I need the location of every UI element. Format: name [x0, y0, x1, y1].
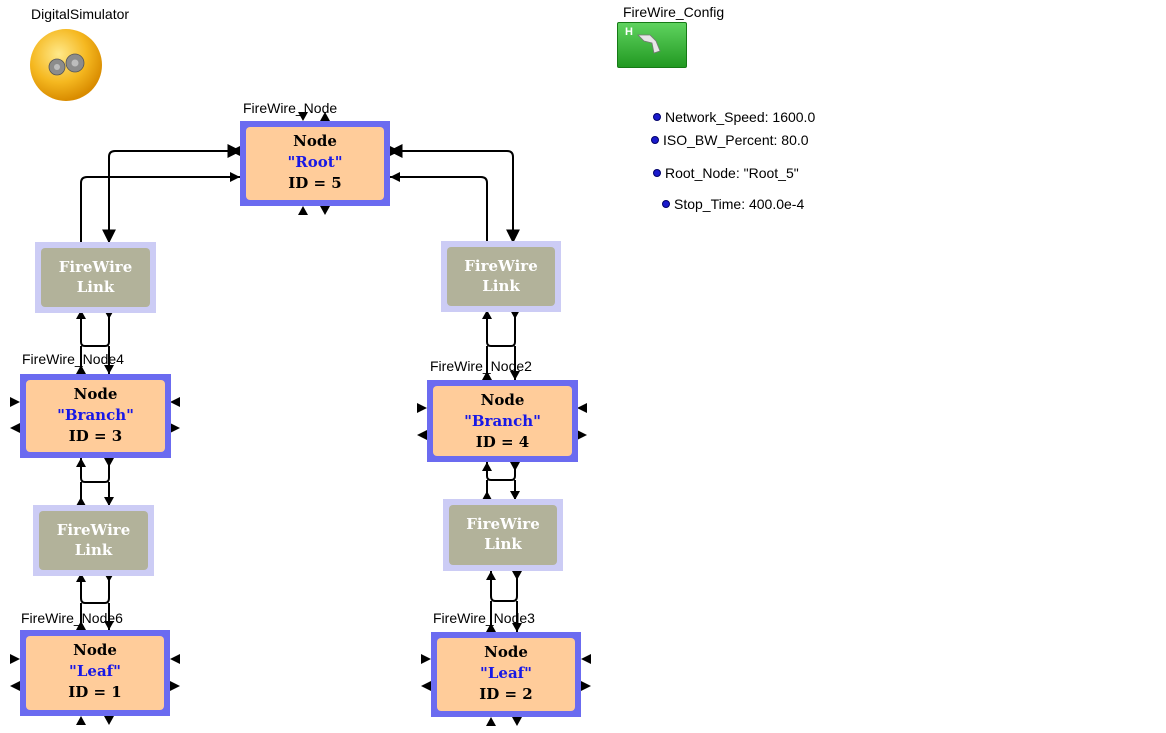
- link-label-line2: Link: [482, 277, 520, 295]
- firewire-node4[interactable]: Node "Branch" ID = 3: [20, 374, 171, 458]
- param-name: ISO_BW_Percent: [663, 132, 774, 148]
- param-network-speed[interactable]: Network_Speed: 1600.0: [653, 109, 815, 125]
- param-value: 400.0e-4: [748, 196, 805, 212]
- param-name: Network_Speed: [665, 109, 765, 125]
- firewire-link-right-upper[interactable]: FireWire Link: [441, 241, 561, 312]
- firewire-link-left-lower[interactable]: FireWire Link: [33, 505, 154, 576]
- param-name: Root_Node: [665, 165, 736, 181]
- node-label-node4: FireWire_Node4: [22, 351, 124, 367]
- firewire-node-root[interactable]: Node "Root" ID = 5: [240, 121, 390, 206]
- config-icon-letter: H: [625, 26, 633, 38]
- link-label-line2: Link: [74, 541, 113, 559]
- node-id: ID = 1: [68, 683, 122, 701]
- node-role: "Leaf": [69, 662, 121, 680]
- link-label-line1: FireWire: [56, 521, 131, 539]
- node-role: "Leaf": [480, 664, 532, 682]
- link-label-line2: Link: [76, 278, 115, 296]
- firewire-node2[interactable]: Node "Branch" ID = 4: [427, 380, 578, 462]
- firewire-link-right-lower[interactable]: FireWire Link: [443, 499, 563, 571]
- node-role: "Root": [287, 153, 343, 171]
- firewire-config-icon[interactable]: H: [617, 22, 687, 68]
- node-role: "Branch": [57, 406, 134, 424]
- director-label: DigitalSimulator: [31, 6, 130, 22]
- node-label-node3: FireWire_Node3: [433, 610, 535, 626]
- param-value: 1600.0: [772, 109, 816, 125]
- node-title: Node: [480, 391, 525, 409]
- node-title: Node: [293, 132, 337, 150]
- param-bullet-icon: [653, 169, 661, 177]
- plug-icon: [637, 34, 661, 54]
- link-label-line1: FireWire: [466, 515, 540, 533]
- node-label-node6: FireWire_Node6: [21, 610, 123, 626]
- param-name: Stop_Time: [674, 196, 742, 212]
- node-id: ID = 5: [288, 174, 342, 192]
- node-id: ID = 2: [479, 685, 533, 703]
- node-title: Node: [73, 641, 117, 659]
- node-id: ID = 4: [475, 433, 530, 451]
- param-iso-bw-percent[interactable]: ISO_BW_Percent: 80.0: [651, 132, 809, 148]
- config-label: FireWire_Config: [623, 4, 725, 20]
- param-bullet-icon: [651, 136, 659, 144]
- node-label-node2: FireWire_Node2: [430, 358, 532, 374]
- link-label-line1: FireWire: [58, 258, 133, 276]
- node-id: ID = 3: [68, 427, 123, 445]
- firewire-node6[interactable]: Node "Leaf" ID = 1: [20, 630, 170, 716]
- param-bullet-icon: [662, 200, 670, 208]
- param-stop-time[interactable]: Stop_Time: 400.0e-4: [662, 196, 804, 212]
- gears-icon[interactable]: [29, 28, 105, 104]
- param-root-node[interactable]: Root_Node: "Root_5": [653, 165, 799, 181]
- link-label-line2: Link: [484, 535, 522, 553]
- node-label-root: FireWire_Node: [243, 100, 338, 116]
- node-title: Node: [484, 643, 528, 661]
- node-title: Node: [73, 385, 118, 403]
- link-label-line1: FireWire: [464, 257, 538, 275]
- param-bullet-icon: [653, 113, 661, 121]
- firewire-node3[interactable]: Node "Leaf" ID = 2: [431, 632, 581, 717]
- firewire-link-left-upper[interactable]: FireWire Link: [35, 242, 156, 313]
- param-value: "Root_5": [743, 165, 799, 181]
- param-value: 80.0: [781, 132, 809, 148]
- node-role: "Branch": [464, 412, 541, 430]
